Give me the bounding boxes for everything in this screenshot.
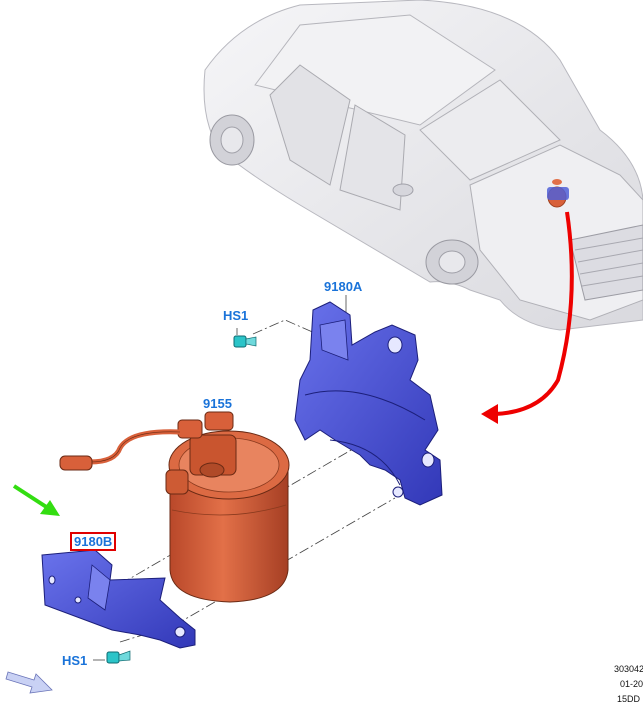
label-hs1-upper: HS1 xyxy=(223,308,248,323)
screw-lower-hs1 xyxy=(106,650,131,664)
direction-arrow-icon xyxy=(5,671,53,694)
fuel-filter-9155 xyxy=(59,411,290,603)
label-9180b: 9180B xyxy=(74,534,112,549)
reference-code-line2: 01-20 xyxy=(620,679,643,689)
vehicle-illustration xyxy=(203,0,643,331)
label-hs1-lower: HS1 xyxy=(62,653,87,668)
reference-code-line3: 15DD xyxy=(617,694,641,704)
label-9155: 9155 xyxy=(203,396,232,411)
upper-bracket-9180a xyxy=(294,301,443,506)
lower-bracket-9180b xyxy=(41,549,196,649)
reference-code-line1: 303042 xyxy=(614,664,643,674)
green-pointer-arrow-icon xyxy=(12,484,60,516)
label-9180b-highlight-box xyxy=(70,532,116,551)
red-curved-arrow-icon xyxy=(481,211,574,424)
component-location-marker xyxy=(547,179,569,208)
label-9180a: 9180A xyxy=(324,279,363,294)
screw-upper-hs1 xyxy=(233,335,257,348)
